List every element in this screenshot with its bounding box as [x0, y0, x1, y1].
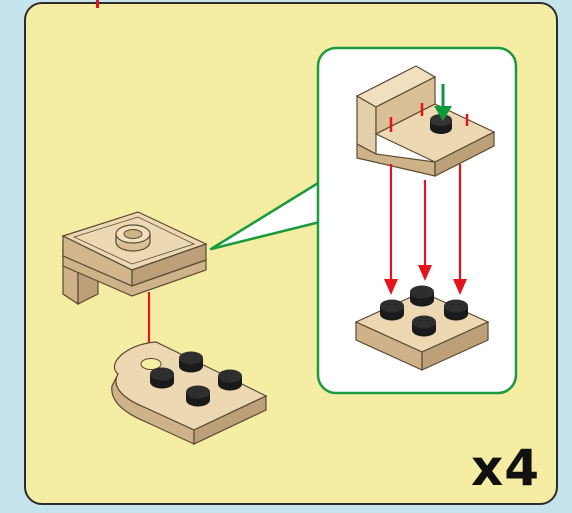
bracket-plate-assembly-icon [61, 211, 208, 306]
sub-assembly-callout [209, 46, 518, 395]
rounded-plate-icon [111, 341, 268, 445]
top-red-mark [96, 0, 99, 8]
callout-plate-2x2-icon [354, 285, 490, 371]
callout-arrows [384, 164, 467, 295]
instruction-scene [61, 46, 518, 445]
callout-bracket-icon [355, 65, 496, 177]
instruction-step-panel: x4 [24, 2, 558, 505]
quantity-multiplier: x4 [470, 439, 540, 497]
